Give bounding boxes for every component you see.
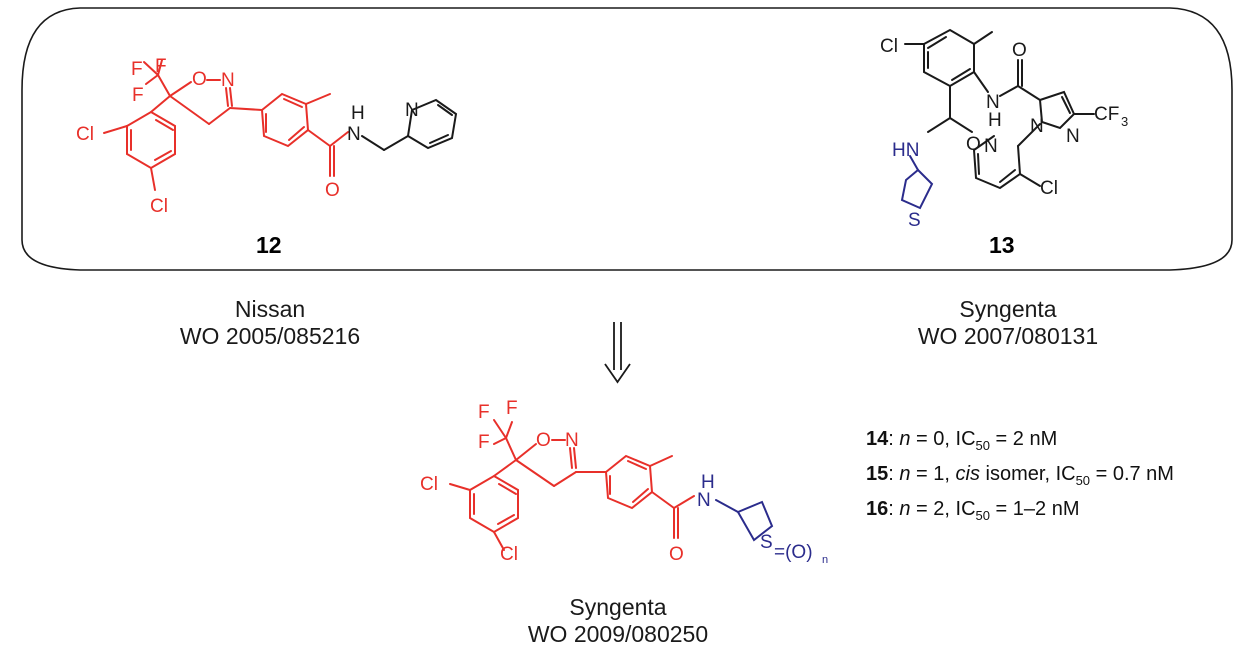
- atom-label: F: [478, 402, 490, 423]
- n-value: = 2,: [910, 498, 956, 520]
- ic-label: IC: [955, 428, 976, 450]
- atom-label: F: [506, 398, 518, 419]
- atom-label: O: [669, 544, 684, 565]
- isomer-text: isomer,: [979, 463, 1056, 485]
- variable-n: n: [899, 428, 911, 450]
- patent-number: WO 2005/085216: [179, 323, 361, 349]
- caption-12: Nissan WO 2005/085216: [150, 296, 390, 350]
- ic-label: IC: [955, 498, 976, 520]
- atom-label: Cl: [1040, 178, 1058, 199]
- atom-label: HN: [892, 140, 919, 161]
- atom-label: H: [988, 110, 1002, 131]
- atom-label: O: [192, 69, 207, 90]
- atom-label: N: [986, 92, 1000, 113]
- ic-value: = 2 nM: [990, 428, 1058, 450]
- atom-label: O: [1012, 40, 1027, 61]
- atom-label: S: [760, 532, 773, 553]
- compound-12-structure: [103, 59, 458, 191]
- atom-label: F: [132, 85, 144, 106]
- variable-n: n: [899, 463, 911, 485]
- ic-value: = 1–2 nM: [990, 498, 1080, 520]
- atom-label: N: [347, 124, 361, 145]
- n-value: = 1,: [910, 463, 956, 485]
- atom-label: N: [984, 136, 998, 157]
- atom-label: Cl: [420, 474, 438, 495]
- product-atom-labels: F F F O N Cl Cl O N H S =(O) n: [420, 398, 828, 566]
- caption-product: Syngenta WO 2009/080250: [498, 594, 738, 648]
- atom-label: =(O): [774, 542, 813, 563]
- activity-line-16: 16: n = 2, IC50 = 1–2 nM: [866, 498, 1080, 523]
- n-value: = 0,: [910, 428, 956, 450]
- patent-number: WO 2009/080250: [527, 621, 709, 647]
- compound-13-atom-labels: Cl O N H N N CF 3 N Cl O HN S: [880, 36, 1128, 231]
- product-structure: [449, 419, 774, 551]
- compound-number-13: 13: [989, 232, 1015, 258]
- atom-label: N: [1030, 116, 1044, 137]
- activity-line-15: 15: n = 1, cis isomer, IC50 = 0.7 nM: [866, 463, 1174, 488]
- atom-label: N: [565, 430, 579, 451]
- atom-label: N: [1066, 126, 1080, 147]
- atom-label: H: [701, 472, 715, 493]
- atom-label: O: [325, 180, 340, 201]
- ic-value: = 0.7 nM: [1090, 463, 1174, 485]
- ic-subscript: 50: [975, 508, 990, 523]
- atom-label: Cl: [150, 196, 168, 217]
- atom-label: S: [908, 210, 921, 231]
- isomer-descriptor: cis: [955, 463, 980, 485]
- atom-label: CF: [1094, 104, 1119, 125]
- atom-label: Cl: [76, 124, 94, 145]
- caption-13: Syngenta WO 2007/080131: [888, 296, 1128, 350]
- atom-label: O: [536, 430, 551, 451]
- atom-label: N: [697, 490, 711, 511]
- compound-number: 14: [866, 428, 889, 450]
- atom-subscript: n: [822, 554, 828, 566]
- variable-n: n: [899, 498, 911, 520]
- activity-line-14: 14: n = 0, IC50 = 2 nM: [866, 428, 1058, 453]
- atom-label: N: [221, 70, 235, 91]
- atom-label: F: [155, 56, 167, 77]
- compound-number-12: 12: [256, 232, 282, 258]
- atom-label: F: [131, 59, 143, 80]
- atom-subscript: 3: [1121, 114, 1128, 129]
- ic-label: IC: [1055, 463, 1076, 485]
- company-name: Syngenta: [569, 594, 667, 620]
- atom-label: Cl: [880, 36, 898, 57]
- compound-number: 16: [866, 498, 889, 520]
- patent-number: WO 2007/080131: [917, 323, 1099, 349]
- ic-subscript: 50: [975, 438, 990, 453]
- compound-number: 15: [866, 463, 889, 485]
- company-name: Syngenta: [959, 296, 1057, 322]
- compound-13-structure: [900, 28, 1095, 210]
- compound-12-atom-labels: F F F O N Cl Cl O N H N: [76, 56, 419, 217]
- atom-label: F: [478, 432, 490, 453]
- atom-label: H: [351, 103, 365, 124]
- company-name: Nissan: [234, 296, 306, 322]
- retro-arrow: [604, 322, 631, 384]
- ic-subscript: 50: [1075, 473, 1091, 488]
- atom-label: O: [966, 134, 981, 155]
- atom-label: N: [405, 100, 419, 121]
- atom-label: Cl: [500, 544, 518, 565]
- enclosing-box: [21, 7, 1233, 271]
